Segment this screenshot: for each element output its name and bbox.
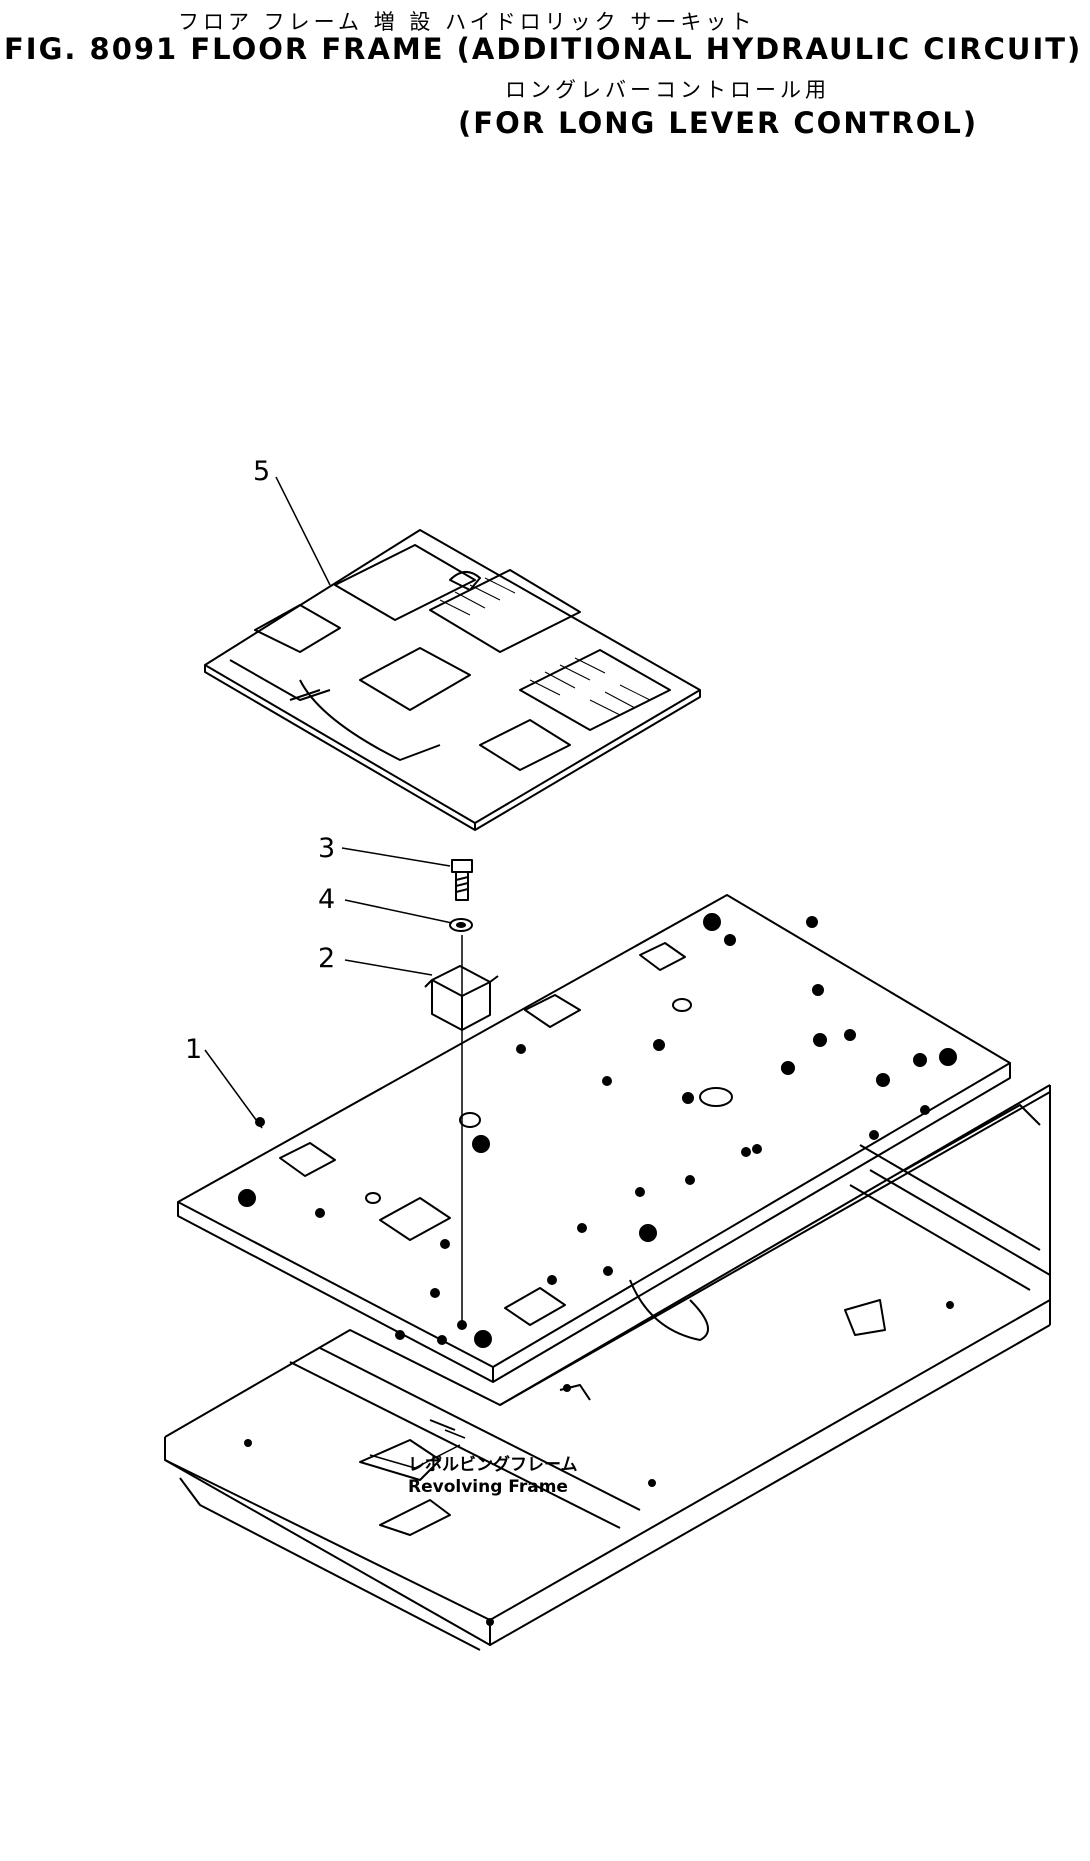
- title-japanese-line1: フロア フレーム 増 設 ハイドロリック サーキット: [178, 10, 756, 34]
- revolving-frame-label-jp: レボルビングフレーム: [408, 1454, 578, 1475]
- leader-revolving-frame: [369, 1444, 461, 1469]
- floor-frame-plate: [177, 894, 1011, 1383]
- leader-4: [344, 899, 453, 924]
- revolving-frame-label-en: Revolving Frame: [408, 1477, 568, 1497]
- revolving-frame: [164, 1084, 1051, 1651]
- title-japanese-line2: ロングレバーコントロール用: [505, 78, 830, 102]
- figure-subtitle: (FOR LONG LEVER CONTROL): [458, 106, 979, 140]
- callout-1: 1: [185, 1034, 202, 1065]
- leader-1: [204, 1049, 263, 1129]
- washer: [449, 918, 473, 932]
- callout-2: 2: [318, 943, 335, 974]
- leader-3: [341, 847, 451, 867]
- callout-3: 3: [318, 833, 335, 864]
- callout-4: 4: [318, 884, 335, 915]
- callout-5: 5: [253, 456, 270, 487]
- leader-5: [275, 476, 331, 586]
- bolt: [451, 859, 473, 901]
- floor-mat: [204, 529, 701, 831]
- mat-hatching: [439, 577, 651, 716]
- leader-2: [344, 959, 433, 976]
- figure-title: FIG. 8091 FLOOR FRAME (ADDITIONAL HYDRAU…: [4, 32, 1083, 66]
